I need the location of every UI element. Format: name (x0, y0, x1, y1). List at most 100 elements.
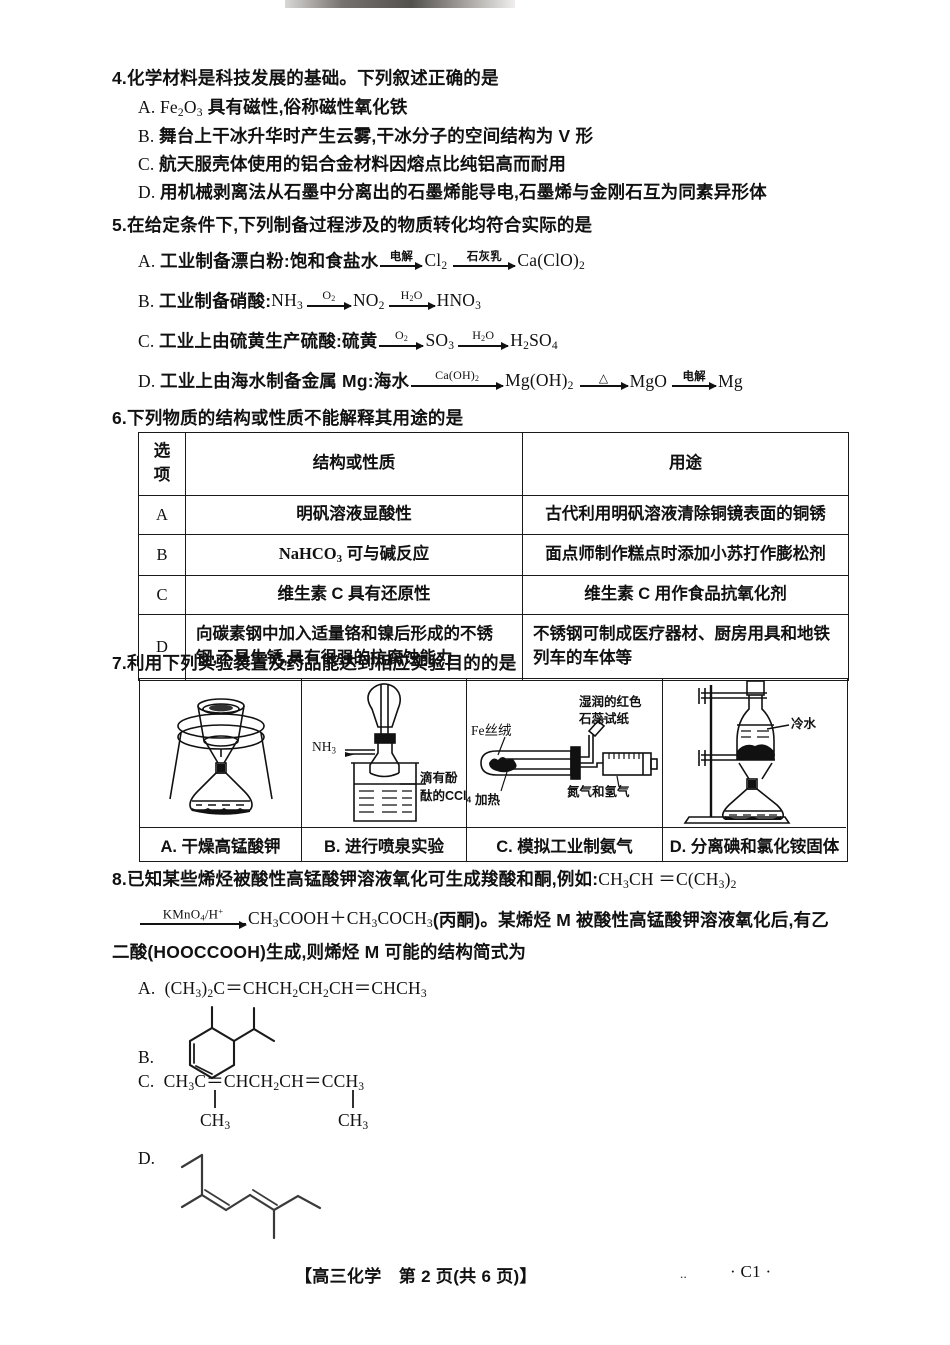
q8-option-c-branch-1: CH3 (200, 1110, 231, 1133)
table-row: A 明矾溶液显酸性 古代利用明矾溶液清除铜镜表面的铜锈 (138, 494, 849, 535)
q5-option-b-prefix: 工业制备硝酸: (159, 290, 272, 311)
q7-panel-c-caption: C. 模拟工业制氨气 (467, 827, 662, 861)
row-c-use: 维生素 C 用作食品抗氧化剂 (522, 574, 849, 615)
q7-number: 7. (112, 653, 127, 673)
fountain-flask-with-beaker-icon (345, 683, 426, 822)
q6-stem-text: 下列物质的结构或性质不能解释其用途的是 (127, 408, 464, 428)
footer-dots: .. (680, 1266, 688, 1281)
q8-stem-line2-rest: 。某烯烃 M 被酸性高锰酸钾溶液氧化后,有乙 (480, 909, 829, 930)
q6-stem: 6.下列物质的结构或性质不能解释其用途的是 (0, 405, 950, 432)
q8-option-c-line: C. CH3C＝CHCH2CH＝CCH3 (138, 1068, 364, 1097)
q4-option-b-label: B. (138, 126, 155, 147)
q8-option-c-label: C. (138, 1071, 155, 1091)
q5-option-d-prefix: 工业上由海水制备金属 Mg:海水 (160, 370, 410, 391)
th-option: 选项 (138, 432, 186, 496)
q5b-arrow-2-condition: H2O (400, 288, 423, 304)
q4-option-c-text: 航天服壳体使用的铝合金材料因熔点比纯铝高而耐用 (159, 153, 567, 174)
apparatus-a-drawing (140, 679, 301, 827)
table-header-row: 选项 结构或性质 用途 (138, 432, 849, 496)
q8-option-c: C. CH3C＝CHCH2CH＝CCH3 CH3 CH3 (138, 1068, 368, 1132)
q4-option-c: C. 航天服壳体使用的铝合金材料因熔点比纯铝高而耐用 (0, 151, 950, 178)
row-d-use: 不锈钢可制成医疗器材、厨房用具和地铁列车的车体等 (522, 613, 849, 681)
q8-example-products: CH3COOH＋CH3COCH3 (248, 908, 433, 931)
q4-option-a-text: 具有磁性,俗称磁性氧化铁 (202, 96, 408, 117)
q4-option-d-label: D. (138, 181, 156, 202)
q5c-arrow-2: H2O (458, 328, 510, 355)
row-d-option: D (138, 613, 186, 681)
q8-option-d-label: D. (138, 1148, 156, 1168)
cyclohexadiene-methyl-isopropyl-structure (188, 1005, 276, 1080)
q5-option-c: C. 工业上由硫黄生产硫酸:硫黄 O2 SO3 H2O H2SO4 (0, 329, 950, 355)
iron-ring-stand-with-funnel-icon (169, 698, 273, 815)
apparatus-d-drawing: 冷水 (663, 679, 846, 827)
q8-stem-line3: 二酸(HOOCCOOH)生成,则烯烃 M 可能的结构简式为 (0, 939, 950, 966)
footer-center-text: 【高三化学 第 2 页(共 6 页)】 (295, 1267, 537, 1286)
q5-option-b-label: B. (138, 290, 155, 311)
q5c-arrow-1-condition: O2 (394, 328, 408, 344)
q8-option-b-label: B. (138, 1047, 155, 1067)
label-phenolphthalein-line2: 酞的CCl4 (420, 789, 472, 805)
q8-example-reactant: CH3CH ＝C(CH3)2 (598, 869, 737, 892)
table-row: B NaHCO3 可与碱反应 面点师制作糕点时添加小苏打作膨松剂 (138, 533, 849, 576)
label-nh3: NH3 (312, 739, 336, 756)
table-row: C 维生素 C 具有还原性 维生素 C 用作食品抗氧化剂 (138, 574, 849, 615)
q5-option-d: D. 工业上由海水制备金属 Mg:海水 Ca(OH)2 Mg(OH)2 △ Mg… (0, 369, 950, 395)
q5a-arrow-2: 石灰乳 (453, 249, 517, 275)
q4-option-d-text: 用机械剥离法从石墨中分离出的石墨烯能导电,石墨烯与金刚石互为同素异形体 (160, 181, 767, 202)
sublimation-flask-on-stand-icon (683, 680, 791, 824)
q5d-product-1: Mg(OH)2 (505, 369, 574, 392)
q5-option-a: A. 工业制备漂白粉:饱和食盐水 电解 Cl2 石灰乳 Ca(ClO)2 (0, 249, 950, 275)
th-use: 用途 (522, 432, 849, 496)
q5d-arrow-1: Ca(OH)2 (411, 369, 505, 395)
q8-stem-line1: 8.已知某些烯烃被酸性高锰酸钾溶液氧化可生成羧酸和酮,例如:CH3CH ＝C(C… (0, 866, 950, 895)
q5-option-c-prefix: 工业上由硫黄生产硫酸:硫黄 (159, 330, 378, 351)
q4-number: 4. (112, 68, 127, 88)
q4-option-d: D. 用机械剥离法从石墨中分离出的石墨烯能导电,石墨烯与金刚石互为同素异形体 (0, 179, 950, 206)
label-phenolphthalein-line1: 滴有酚 (420, 771, 458, 785)
q5c-arrow-2-condition: H2O (472, 328, 495, 344)
scan-smudge (285, 0, 515, 8)
label-n2-h2: 氮气和氢气 (567, 785, 630, 799)
label-litmus-line1: 湿润的红色 (579, 695, 642, 709)
q5d-arrow-2-condition: △ (598, 370, 609, 385)
q7-panel-d-caption: D. 分离碘和氯化铵固体 (663, 827, 846, 861)
row-c-property: 维生素 C 具有还原性 (185, 574, 523, 615)
label-litmus-line2: 石蕊试纸 (579, 712, 630, 726)
q8-option-c-branch-bonds (214, 1090, 354, 1108)
q8-acetone-paren: (丙酮) (432, 909, 481, 930)
row-a-option: A (138, 494, 186, 535)
q4-option-a-formula: Fe2O3 (160, 96, 203, 119)
row-d-property: 向碳素钢中加入适量铬和镍后形成的不锈钢,不易生锈,具有很强的抗腐蚀能力 (185, 613, 523, 681)
q7-panel-b: NH3 滴有酚 酞的CCl4 B. 进行喷泉实验 (302, 679, 471, 861)
row-b-option: B (138, 533, 186, 576)
q8-stem-text: 已知某些烯烃被酸性高锰酸钾溶液氧化可生成羧酸和酮,例如: (127, 869, 599, 889)
q5-stem: 5.在给定条件下,下列制备过程涉及的物质转化均符合实际的是 (0, 212, 950, 239)
row-a-property: 明矾溶液显酸性 (185, 494, 523, 535)
q5c-product-1: SO3 (425, 329, 455, 352)
q8-number: 8. (112, 869, 127, 889)
row-c-option: C (138, 574, 186, 615)
q5d-product-3: Mg (718, 370, 743, 391)
q5b-product-1: NO2 (352, 289, 385, 312)
q4-stem: 4.化学材料是科技发展的基础。下列叙述正确的是 (0, 65, 950, 92)
q5a-arrow-1: 电解 (380, 249, 424, 275)
q7-panel-a: A. 干燥高锰酸钾 (140, 679, 302, 861)
label-heating: 加热 (475, 793, 501, 807)
q8-option-a: A. (CH3)2C＝CHCH2CH2CH＝CHCH3 (0, 975, 950, 1004)
table-row: D 向碳素钢中加入适量铬和镍后形成的不锈钢,不易生锈,具有很强的抗腐蚀能力 不锈… (138, 613, 849, 681)
q7-stem: 7.利用下列实验装置及药品能达到相应实验目的的是 (0, 650, 950, 677)
q5a-arrow-1-condition: 电解 (389, 251, 414, 264)
q5-option-b: B. 工业制备硝酸:NH3 O2 NO2 H2O HNO3 (0, 289, 950, 315)
question-6-stem-wrap: 6.下列物质的结构或性质不能解释其用途的是 (0, 405, 950, 434)
q8-option-c-formula: CH3C＝CHCH2CH＝CCH3 (163, 1071, 365, 1094)
row-b-property: NaHCO3 可与碱反应 (185, 533, 523, 576)
heated-tube-with-syringe-icon (480, 718, 658, 792)
q6-number: 6. (112, 408, 127, 428)
q8-stem-line2: KMnO4/H+ CH3COOH＋CH3COCH3(丙酮)。某烯烃 M 被酸性高… (0, 906, 950, 933)
question-4: 4.化学材料是科技发展的基础。下列叙述正确的是 A. Fe2O3 具有磁性,俗称… (0, 65, 950, 206)
question-5: 5.在给定条件下,下列制备过程涉及的物质转化均符合实际的是 A. 工业制备漂白粉… (0, 212, 950, 396)
q8-option-c-branch-2: CH3 (338, 1110, 369, 1133)
q8-option-a-label: A. (138, 978, 156, 999)
label-fe-wool: Fe丝绒 (471, 723, 512, 738)
